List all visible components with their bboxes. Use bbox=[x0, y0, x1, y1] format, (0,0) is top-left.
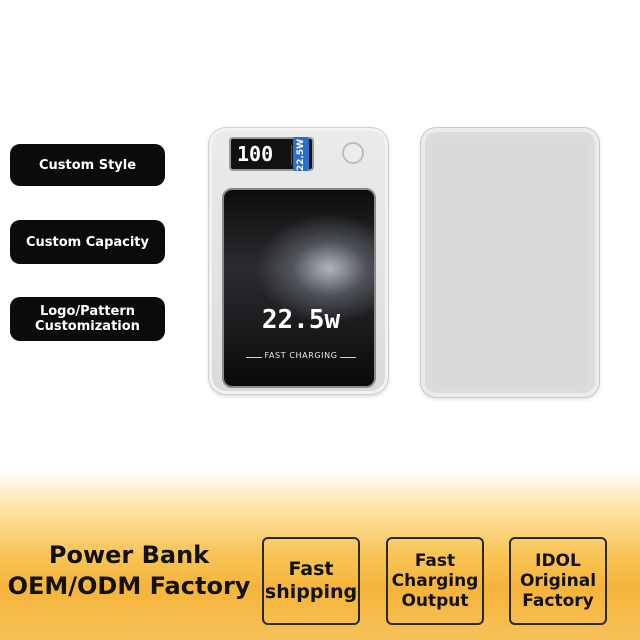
power-button-icon bbox=[342, 142, 364, 164]
lcd-power-tag: 22.5W bbox=[293, 137, 309, 171]
screen-fast-charging-label: FAST CHARGING bbox=[264, 351, 338, 360]
front-glass-screen: 22.5w FAST CHARGING bbox=[222, 188, 376, 388]
custom-capacity-label: Custom Capacity bbox=[26, 234, 149, 250]
banner-headline: Power Bank OEM/ODM Factory bbox=[0, 540, 258, 602]
power-bank-back-panel bbox=[431, 138, 589, 387]
bottom-banner bbox=[0, 470, 640, 640]
custom-capacity-badge: Custom Capacity bbox=[10, 220, 165, 264]
power-bank-front: 100 ▪▪ 22.5W 22.5w FAST CHARGING bbox=[208, 127, 389, 395]
custom-style-badge: Custom Style bbox=[10, 144, 165, 186]
original-factory-box: IDOL Original Factory bbox=[509, 537, 607, 625]
screen-divider-right bbox=[340, 357, 356, 358]
screen-wattage: 22.5w bbox=[261, 305, 341, 335]
original-factory-label: IDOL Original Factory bbox=[519, 551, 597, 611]
fast-charging-box: Fast Charging Output bbox=[386, 537, 484, 625]
fast-charging-label: Fast Charging Output bbox=[391, 551, 479, 611]
headline-line-2: OEM/ODM Factory bbox=[7, 572, 251, 600]
screen-divider-left bbox=[246, 357, 262, 358]
fast-shipping-box: Fast shipping bbox=[262, 537, 360, 625]
headline-line-1: Power Bank bbox=[48, 541, 210, 569]
power-bank-back bbox=[420, 127, 600, 398]
lcd-power-label: 22.5W bbox=[296, 138, 306, 172]
logo-pattern-badge: Logo/Pattern Customization bbox=[10, 297, 165, 341]
custom-style-label: Custom Style bbox=[38, 157, 137, 173]
lcd-battery-digits: 100 bbox=[237, 142, 274, 166]
fast-shipping-label: Fast shipping bbox=[264, 558, 358, 603]
logo-pattern-label: Logo/Pattern Customization bbox=[35, 304, 140, 334]
